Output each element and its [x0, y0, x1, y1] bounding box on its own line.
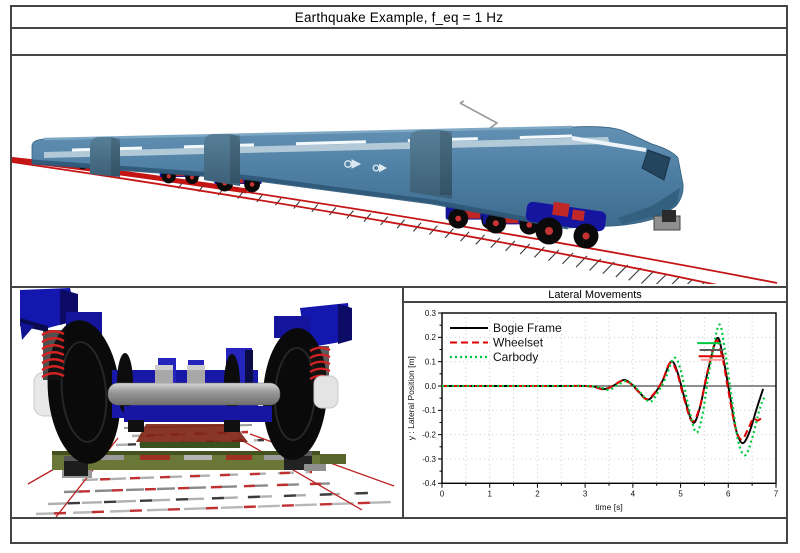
spring-left: [41, 330, 65, 380]
train-3d-viewport[interactable]: [12, 56, 786, 288]
side-decal-icons: [344, 159, 388, 173]
svg-text:0.0: 0.0: [425, 382, 437, 391]
axle-render: [107, 348, 281, 432]
svg-text:-0.3: -0.3: [422, 455, 436, 464]
bottom-row: Lateral Movements 0 1 2 3 4 5 6 7 0.3 0.2 0.1 0.0 -0…: [12, 288, 786, 519]
svg-text:-0.2: -0.2: [422, 430, 436, 439]
svg-text:Wheelset: Wheelset: [493, 336, 544, 350]
wheelset-3d-viewport[interactable]: [12, 288, 404, 517]
train-body-render: [31, 125, 684, 231]
peak-markers: [697, 342, 725, 361]
svg-text:5: 5: [678, 489, 683, 498]
svg-text:0.2: 0.2: [425, 333, 437, 342]
header-spacer: [12, 29, 786, 56]
report-frame: Earthquake Example, f_eq = 1 Hz: [10, 5, 788, 544]
series-bogie-frame: [442, 336, 765, 445]
page-title: Earthquake Example, f_eq = 1 Hz: [294, 9, 504, 25]
svg-text:4: 4: [631, 489, 636, 498]
lateral-movements-chart: 0 1 2 3 4 5 6 7 0.3 0.2 0.1 0.0 -0.1 -0.2 -0.3 -0.4 time…: [406, 309, 779, 512]
svg-text:7: 7: [774, 489, 779, 498]
train-3d-render: [12, 100, 778, 284]
svg-text:3: 3: [583, 489, 588, 498]
svg-text:Carbody: Carbody: [493, 350, 538, 364]
wheelset-3d-render: [20, 288, 395, 517]
x-axis-title: time [s]: [595, 502, 622, 512]
footer-strip: [12, 519, 786, 542]
chart-body: 0 1 2 3 4 5 6 7 0.3 0.2 0.1 0.0 -0.1 -0.2 -0.3 -0.4 time…: [404, 303, 786, 517]
lateral-movements-chart-panel: Lateral Movements 0 1 2 3 4 5 6 7 0.3 0.2 0.1 0.0 -0…: [404, 288, 786, 517]
svg-text:-0.4: -0.4: [422, 479, 436, 488]
svg-text:0: 0: [440, 489, 445, 498]
svg-text:0.1: 0.1: [425, 357, 437, 366]
axle-end-right: [313, 375, 339, 409]
page-title-bar: Earthquake Example, f_eq = 1 Hz: [12, 7, 786, 29]
svg-text:6: 6: [726, 489, 731, 498]
series-carbody: [442, 323, 766, 457]
spring-right: [309, 346, 331, 382]
y-axis-title: y : Lateral Position [m]: [406, 356, 416, 440]
svg-text:1: 1: [487, 489, 492, 498]
chart-title: Lateral Movements: [404, 288, 786, 303]
axis-ticks: [438, 312, 777, 488]
svg-text:0.3: 0.3: [425, 309, 437, 318]
wheel-left: [47, 320, 121, 464]
svg-text:Bogie Frame: Bogie Frame: [493, 321, 562, 335]
svg-text:-0.1: -0.1: [422, 406, 436, 415]
svg-text:2: 2: [535, 489, 540, 498]
axis-tick-labels: 0 1 2 3 4 5 6 7 0.3 0.2 0.1 0.0 -0.1 -0.2 -0.3 -0.4: [422, 309, 779, 499]
front-bogie-render: [525, 201, 607, 249]
